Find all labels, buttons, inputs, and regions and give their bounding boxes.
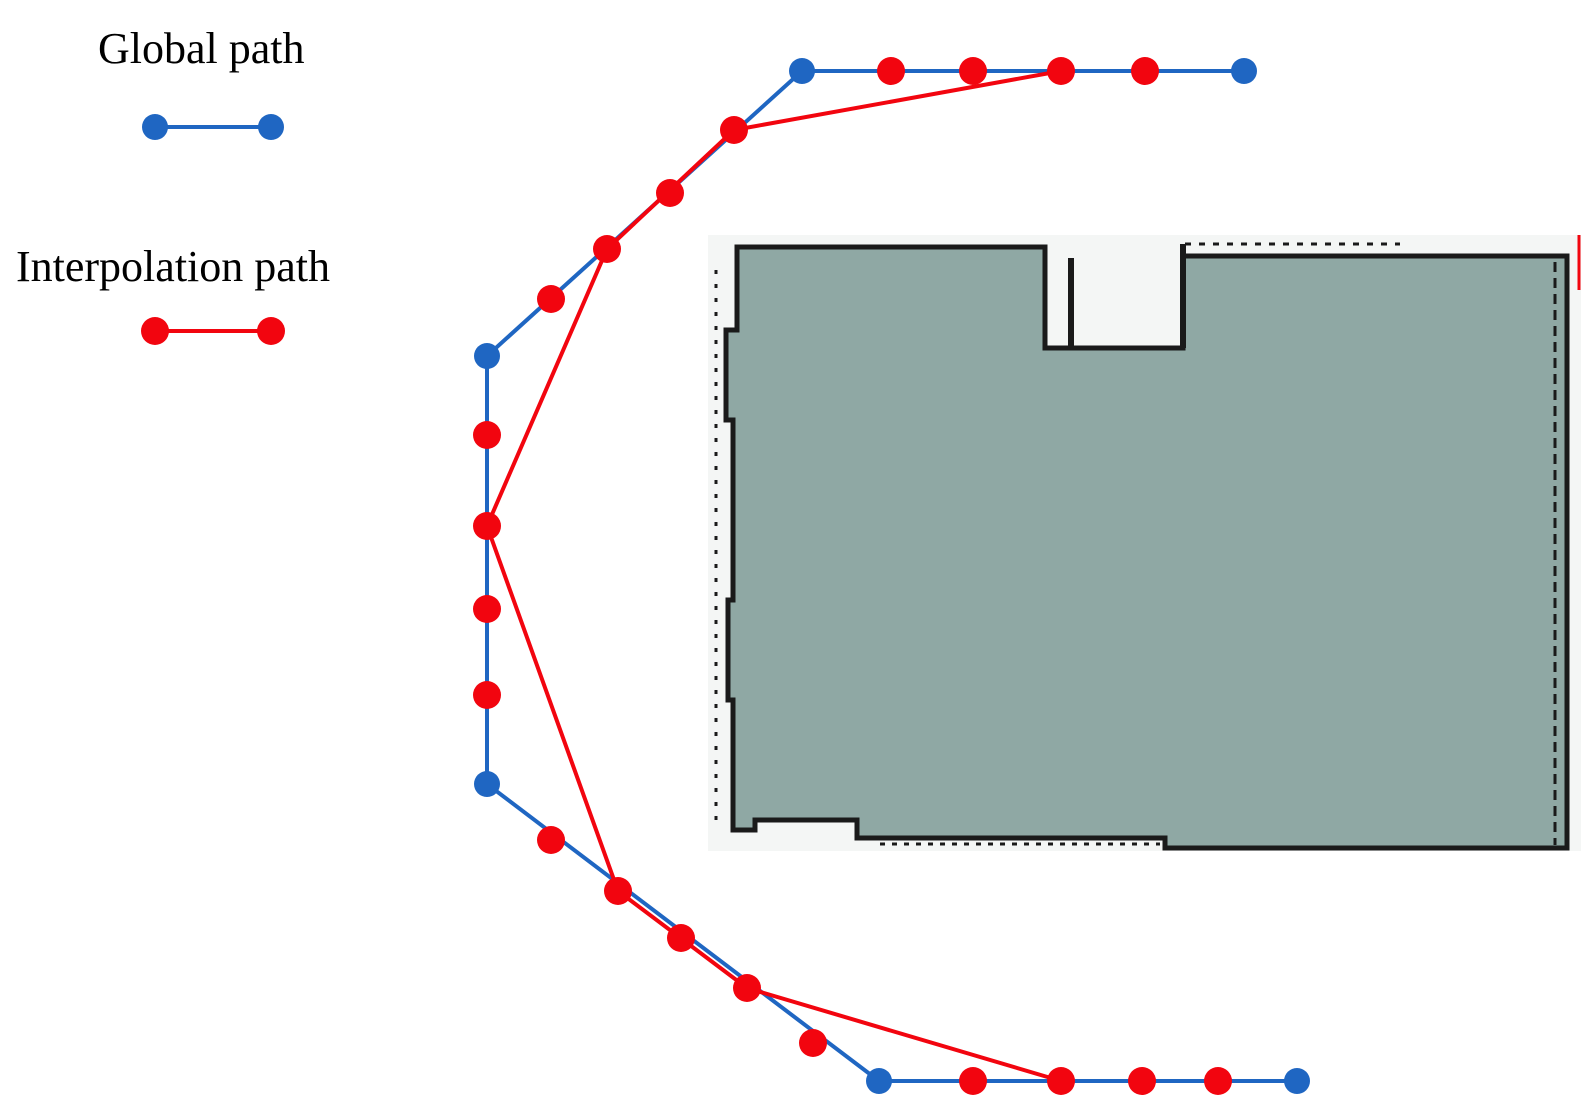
interp-node	[593, 235, 621, 263]
legend-global-node	[258, 114, 284, 140]
global-nodes	[474, 58, 1310, 1094]
interpolation-nodes	[473, 57, 1232, 1095]
legend-global-label: Global path	[98, 24, 305, 73]
legend-interp-node	[141, 317, 169, 345]
legend-global-node	[142, 114, 168, 140]
interp-node	[604, 877, 632, 905]
interp-node	[656, 179, 684, 207]
interp-node	[667, 924, 695, 952]
global-node	[474, 343, 500, 369]
legend-interp-node	[257, 317, 285, 345]
interp-node	[1204, 1067, 1232, 1095]
interp-node	[537, 285, 565, 313]
interp-node	[1128, 1067, 1156, 1095]
interp-node	[733, 974, 761, 1002]
global-path-line	[485, 69, 1297, 1083]
global-node	[1231, 58, 1257, 84]
interp-node	[473, 681, 501, 709]
interp-node	[877, 57, 905, 85]
interp-node	[473, 595, 501, 623]
legend: Global path Interpolation path	[16, 24, 330, 345]
global-node	[474, 771, 500, 797]
interp-node	[959, 1067, 987, 1095]
interp-node	[799, 1029, 827, 1057]
global-node	[1284, 1068, 1310, 1094]
interp-node	[1047, 57, 1075, 85]
interp-node	[537, 826, 565, 854]
interp-node	[720, 116, 748, 144]
global-node	[789, 58, 815, 84]
legend-interp-label: Interpolation path	[16, 242, 330, 291]
interp-node	[473, 421, 501, 449]
interp-node	[1131, 57, 1159, 85]
interp-node	[1047, 1067, 1075, 1095]
interp-node	[959, 57, 987, 85]
global-node	[866, 1068, 892, 1094]
global-path	[485, 69, 1297, 1083]
interp-node	[473, 512, 501, 540]
occupancy-map	[708, 235, 1581, 851]
